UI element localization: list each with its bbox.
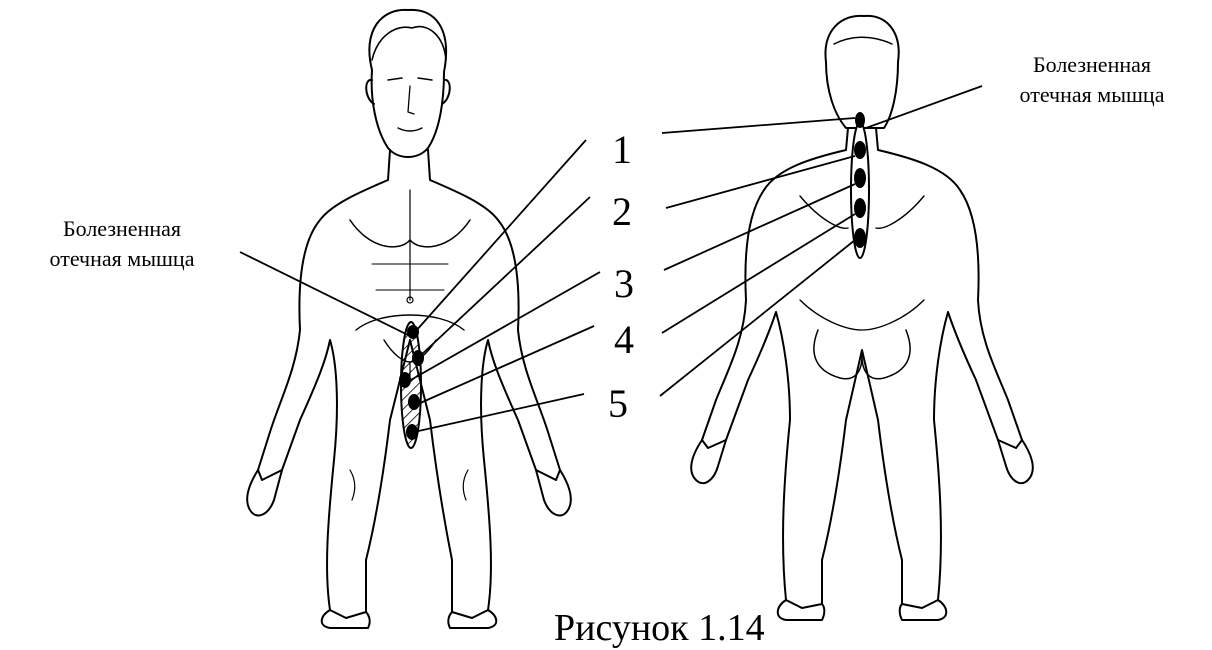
right-label-line-1: Болезненная [982,50,1202,80]
left-muscle-label: Болезненная отечная мышца [12,214,232,274]
leader-2-front [420,197,590,356]
figure-caption: Рисунок 1.14 [554,606,765,650]
left-label-line-1: Болезненная [12,214,232,244]
front-point-4 [408,394,420,410]
right-label-line-2: отечная мышца [982,80,1202,110]
point-number-1: 1 [612,128,632,172]
front-body-figure [247,10,571,628]
leader-right-label [866,86,982,128]
leader-1-front [415,140,586,332]
point-number-4: 4 [614,318,634,362]
leader-1-back [662,118,855,133]
back-point-1 [855,112,865,128]
back-point-2 [854,141,866,159]
front-point-2 [412,350,424,366]
leader-3-front [409,272,600,381]
leader-left-label [240,252,410,336]
leader-5-front [414,394,584,432]
point-number-5: 5 [608,382,628,426]
point-number-3: 3 [614,262,634,306]
point-number-2: 2 [612,190,632,234]
back-point-5 [854,228,866,248]
front-point-1 [407,325,419,339]
left-label-line-2: отечная мышца [12,244,232,274]
front-muscle-marker [399,322,424,448]
leader-2-back [666,156,855,208]
leader-4-back [662,214,855,333]
back-point-3 [854,168,866,188]
diagram-figure: Болезненная отечная мышца Болезненная от… [0,0,1212,635]
right-muscle-label: Болезненная отечная мышца [982,50,1202,110]
leader-5-back [660,240,855,396]
back-point-4 [854,198,866,218]
